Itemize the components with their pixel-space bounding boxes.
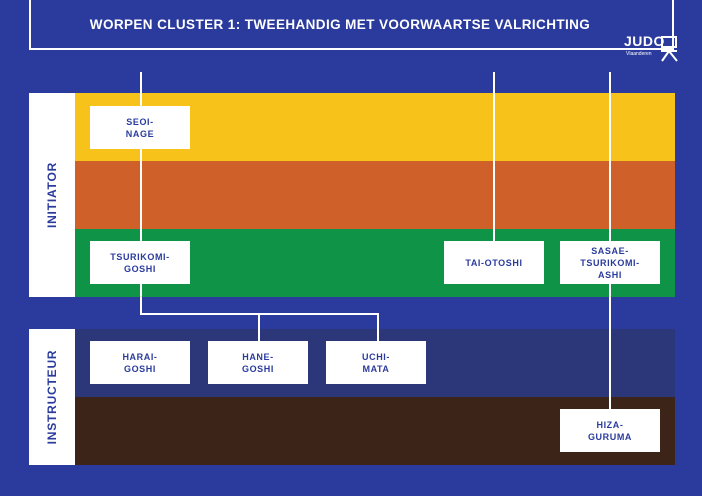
- initiator-section-label: INITIATOR: [29, 93, 75, 297]
- technique-seoi-nage: SEOI- NAGE: [90, 106, 190, 149]
- logo-wordmark: JUDO: [624, 33, 665, 49]
- orange-belt-band: [75, 161, 675, 229]
- technique-sasae-tsurikomi-ashi: SASAE- TSURIKOMI- ASHI: [560, 241, 660, 284]
- technique-hiza-guruma: HIZA- GURUMA: [560, 409, 660, 452]
- connector-line-left: [140, 72, 142, 314]
- technique-hane-goshi: HANE- GOSHI: [208, 341, 308, 384]
- connector-line-hane: [258, 313, 260, 341]
- judo-logo-icon: [661, 36, 678, 62]
- technique-uchi-mata: UCHI- MATA: [326, 341, 426, 384]
- header-frame: [29, 0, 674, 50]
- page-title: WORPEN CLUSTER 1: TWEEHANDIG MET VOORWAA…: [89, 17, 591, 32]
- instructeur-label-text: INSTRUCTEUR: [45, 349, 59, 445]
- connector-line-tai: [493, 72, 495, 242]
- technique-harai-goshi: HARAI- GOSHI: [90, 341, 190, 384]
- instructeur-section-label: INSTRUCTEUR: [29, 329, 75, 465]
- technique-tai-otoshi: TAI-OTOSHI: [444, 241, 544, 284]
- logo-subtext: Vlaanderen: [626, 51, 652, 57]
- technique-tsurikomi-goshi: TSURIKOMI- GOSHI: [90, 241, 190, 284]
- connector-line-uchi: [377, 313, 379, 341]
- initiator-label-text: INITIATOR: [45, 161, 59, 229]
